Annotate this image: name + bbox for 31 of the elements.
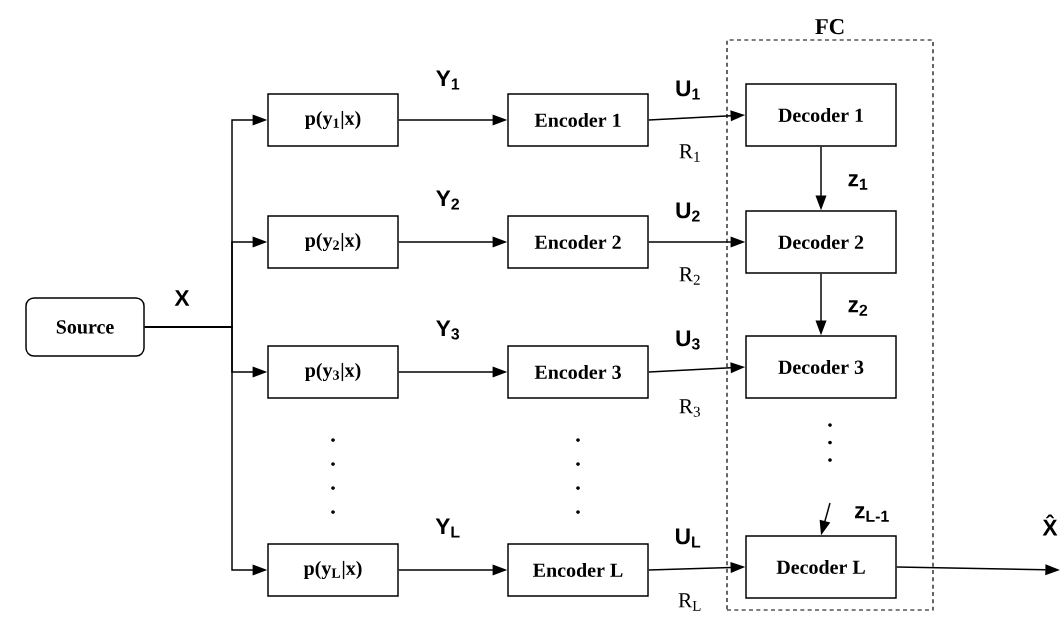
process-box: Encoder 1 <box>507 93 649 147</box>
process-box: p(y$_{3}$|x) <box>267 345 399 399</box>
edge-label: U$_{2}$ <box>676 202 700 222</box>
edge-label: z$_{L-1}$ <box>855 506 889 522</box>
edge-label: U$_{L}$ <box>676 528 701 548</box>
group-heading: FC <box>815 19 844 35</box>
process-box: Encoder 3 <box>507 345 649 399</box>
edge-label: U$_{3}$ <box>676 330 700 350</box>
process-box: p(y$_{L}$|x) <box>267 543 399 597</box>
edge-label: Y$_{1}$ <box>436 70 460 90</box>
process-box: Encoder 2 <box>507 215 649 269</box>
process-box: Encoder L <box>507 543 649 597</box>
decoder-box: Decoder 2 <box>745 210 897 274</box>
edge-label: Y$_{L}$ <box>435 518 460 538</box>
rate-label: R$_{L}$ <box>678 593 701 611</box>
decoder-box: Decoder 1 <box>745 83 897 147</box>
rate-label: R$_{1}$ <box>679 144 700 162</box>
edge-label: z$_{2}$ <box>848 300 868 316</box>
edge-label: Y$_{3}$ <box>436 320 460 340</box>
edge-label: z$_{1}$ <box>848 174 868 190</box>
decoder-box: Decoder L <box>745 535 897 599</box>
edge-label: Y$_{2}$ <box>436 190 459 210</box>
edge-label: X <box>174 290 190 306</box>
decoder-box: Decoder 3 <box>745 335 897 399</box>
process-box: p(y$_{1}$|x) <box>267 93 399 147</box>
process-box: p(y$_{2}$|x) <box>267 215 399 269</box>
edge-label: U$_{1}$ <box>676 80 700 100</box>
rate-label: R$_{2}$ <box>679 267 700 285</box>
edge-label: X̂ <box>1042 514 1058 536</box>
rate-label: R$_{3}$ <box>679 399 700 417</box>
source-box: Source <box>25 297 145 357</box>
